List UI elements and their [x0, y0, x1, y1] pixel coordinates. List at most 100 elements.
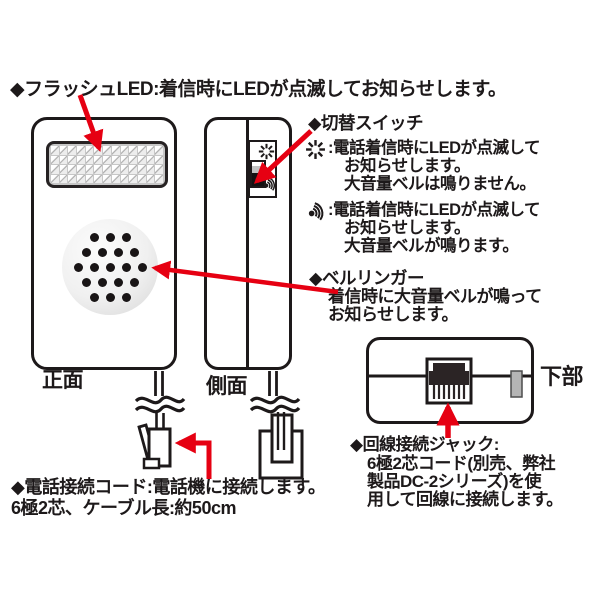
flash-burst-icon [306, 140, 325, 159]
led-cell [155, 165, 163, 174]
speaker-hole [105, 232, 115, 242]
bottom-view-details [368, 357, 532, 405]
led-cell [155, 174, 163, 183]
speaker-hole [97, 277, 107, 287]
speaker-hole [105, 292, 115, 302]
phone-cord-side [249, 371, 304, 480]
cable-break-icon [134, 404, 186, 414]
bell-ringer-desc-line: 着信時に大音量ベルが鳴って [328, 287, 542, 306]
led-panel [46, 141, 168, 188]
cable-break-icon [249, 395, 301, 405]
speaker-hole [121, 292, 131, 302]
phone-cord-arrow [174, 432, 212, 479]
led-cell [137, 155, 146, 164]
side-view-label: 側面 [206, 375, 248, 398]
led-cell [155, 146, 163, 155]
line-jack-title: ◆回線接続ジャック: [350, 435, 499, 454]
cable-break-icon [134, 395, 186, 405]
led-cell [77, 155, 85, 164]
line-jack[interactable] [425, 357, 473, 405]
speaker-hole [121, 232, 131, 242]
phone-cord-note-line: ◆電話接続コード:電話機に接続します。 [11, 477, 326, 497]
led-cell [111, 146, 120, 155]
bell-ringer-desc-line: お知らせします。 [328, 305, 458, 324]
led-cell [59, 174, 68, 183]
led-cell [85, 174, 94, 183]
led-cell [155, 155, 163, 164]
led-cell [129, 165, 137, 174]
phone-cord-front [134, 371, 186, 470]
led-cell [103, 155, 111, 164]
led-cell [129, 155, 137, 164]
speaker-hole [73, 262, 83, 272]
speaker-hole [81, 247, 91, 257]
led-cell [59, 146, 68, 155]
speaker-hole [89, 232, 99, 242]
switch-mode-flash-line: 大音量ベルは鳴りません。 [344, 175, 536, 193]
bell-ringer-title: ◆ベルリンガー [309, 268, 424, 288]
led-cell [77, 146, 85, 155]
led-cell [68, 155, 77, 164]
sound-waves-icon [308, 202, 324, 221]
led-cell [103, 174, 111, 183]
led-cell [103, 146, 111, 155]
mount-tab [510, 370, 523, 398]
led-cell [68, 174, 77, 183]
speaker-hole [81, 277, 91, 287]
speaker-grille [62, 219, 158, 315]
speaker-hole [121, 262, 131, 272]
led-cell [137, 165, 146, 174]
switch-mode-flash-line: :電話着信時にLEDが点滅して [328, 139, 541, 157]
led-cell [85, 155, 94, 164]
phone-cord-note-line: 6極2芯、ケーブル長:約50cm [11, 498, 236, 518]
led-cell [129, 146, 137, 155]
speaker-hole [97, 247, 107, 257]
led-cell [94, 165, 103, 174]
line-jack-desc-line: 製品DC-2シリーズ)を使 [367, 472, 541, 491]
led-cell [68, 165, 77, 174]
line-jack-desc-line: 6極2芯コード(別売、弊社 [367, 454, 556, 473]
speaker-hole [89, 262, 99, 272]
cable-break-icon [249, 404, 301, 414]
led-cell [129, 174, 137, 183]
led-cell [85, 165, 94, 174]
speaker-hole [89, 292, 99, 302]
led-cell [103, 165, 111, 174]
led-cell [111, 165, 120, 174]
led-cell [94, 174, 103, 183]
led-cell [77, 165, 85, 174]
bottom-view-label: 下部 [540, 364, 584, 389]
switch-section-title: ◆切替スイッチ [308, 113, 423, 133]
led-cell [51, 174, 59, 183]
flash-led-arrow [77, 94, 104, 152]
led-cell [51, 146, 59, 155]
flash-led-note: ◆フラッシュLED:着信時にLEDが点滅してお知らせします。 [10, 79, 507, 100]
switch-arrow [253, 129, 313, 184]
led-cell [77, 174, 85, 183]
switch-mode-bell-line: 大音量ベルが鳴ります。 [344, 237, 519, 255]
led-cell [120, 146, 129, 155]
speaker-hole [129, 277, 139, 287]
speaker-hole [113, 247, 123, 257]
phone-plug-side [137, 423, 172, 470]
led-cell [59, 165, 68, 174]
led-cell [120, 174, 129, 183]
led-cell [146, 174, 155, 183]
front-view-label: 正面 [42, 369, 84, 392]
led-cell [111, 174, 120, 183]
led-cell [120, 165, 129, 174]
led-cell [94, 155, 103, 164]
led-cell [137, 174, 146, 183]
switch-mode-bell-line: :電話着信時にLEDが点滅して [328, 201, 541, 219]
line-jack-desc-line: 用して回線に接続します。 [367, 490, 563, 509]
led-cell [59, 155, 68, 164]
led-cell [111, 155, 120, 164]
switch-mode-flash-line: お知らせします。 [344, 157, 471, 175]
led-cell [146, 165, 155, 174]
led-cell [68, 146, 77, 155]
led-cell [51, 155, 59, 164]
phone-plug-front [258, 412, 304, 480]
side-device-edge-line [246, 118, 249, 369]
